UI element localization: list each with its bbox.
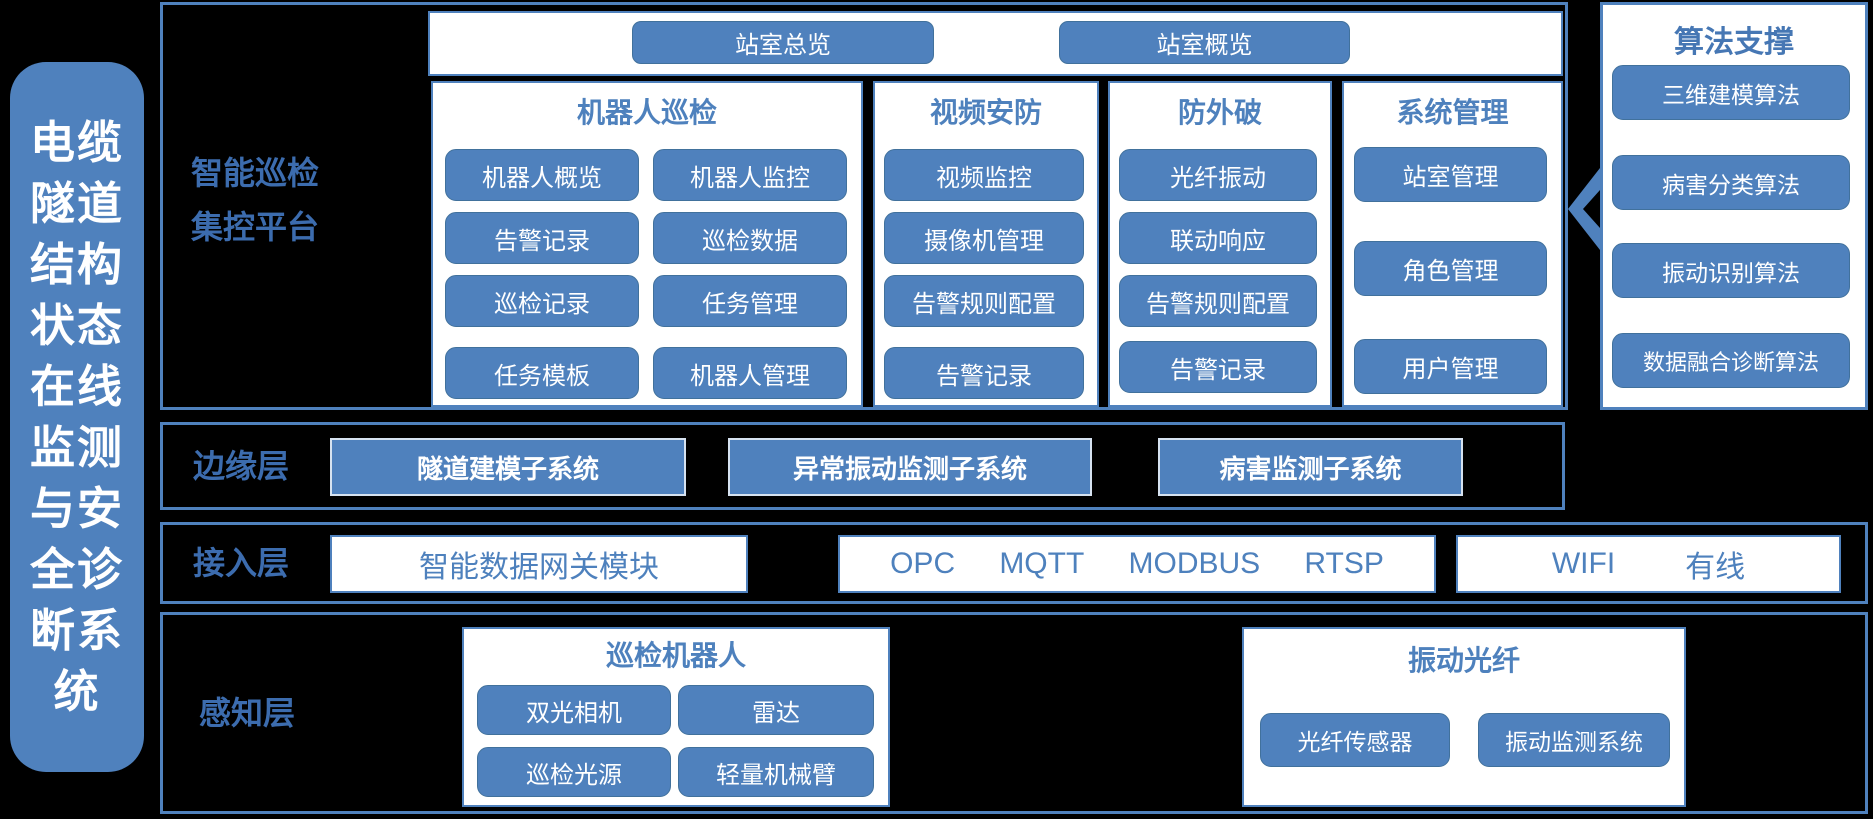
menu-button: 任务模板 <box>445 347 639 399</box>
menu-button: 机器人概览 <box>445 149 639 201</box>
algorithm-button: 病害分类算法 <box>1612 155 1850 210</box>
section-system-management: 系统管理 站室管理 角色管理 用户管理 <box>1342 81 1563 407</box>
sensor-button: 振动监测系统 <box>1478 713 1670 767</box>
overview-strip: 站室总览 站室概览 <box>428 11 1563 76</box>
menu-button: 站室管理 <box>1354 147 1547 202</box>
menu-button: 告警记录 <box>445 212 639 264</box>
system-title-line: 断系 <box>29 605 124 656</box>
algorithm-button: 三维建模算法 <box>1612 65 1850 120</box>
station-summary-button: 站室概览 <box>1059 21 1350 64</box>
algorithm-support-box: 算法支撑 三维建模算法 病害分类算法 振动识别算法 数据融合诊断算法 <box>1600 2 1868 410</box>
menu-button: 摄像机管理 <box>884 212 1084 264</box>
menu-button: 告警记录 <box>1119 341 1317 393</box>
menu-button: 告警记录 <box>884 347 1084 399</box>
menu-button: 任务管理 <box>653 275 847 327</box>
system-title-line: 监测 <box>29 422 124 473</box>
fiber-group-title: 振动光纤 <box>1407 645 1520 676</box>
platform-label: 智能巡检 集控平台 <box>191 153 361 247</box>
access-layer-row: 接入层 智能数据网关模块 OPC MQTT MODBUS RTSP WIFI 有… <box>160 522 1868 604</box>
menu-button: 巡检数据 <box>653 212 847 264</box>
menu-button: 用户管理 <box>1354 339 1547 394</box>
edge-layer-label: 边缘层 <box>193 448 290 484</box>
robot-group-panel: 巡检机器人 双光相机 雷达 巡检光源 轻量机械臂 <box>462 627 890 807</box>
menu-button: 告警规则配置 <box>1119 275 1317 327</box>
system-title-banner: 电缆 隧道 结构 状态 在线 监测 与安 全诊 断系 统 <box>10 62 144 772</box>
section-anti-external-damage: 防外破 光纤振动 联动响应 告警规则配置 告警记录 <box>1108 81 1332 407</box>
sensor-button: 雷达 <box>678 685 874 735</box>
menu-button: 联动响应 <box>1119 212 1317 264</box>
section-robot-inspection: 机器人巡检 机器人概览 机器人监控 告警记录 巡检数据 巡检记录 任务管理 任务… <box>431 81 863 407</box>
menu-button: 机器人监控 <box>653 149 847 201</box>
gateway-box: 智能数据网关模块 <box>330 535 748 593</box>
system-title-line: 电缆 <box>29 117 124 168</box>
section-title: 视频安防 <box>929 97 1042 128</box>
robot-group-title: 巡检机器人 <box>605 640 746 671</box>
protocols-box: OPC MQTT MODBUS RTSP <box>838 535 1436 593</box>
section-title: 系统管理 <box>1396 97 1509 128</box>
algorithm-button: 振动识别算法 <box>1612 243 1850 298</box>
protocol-rtsp: RTSP <box>1304 547 1384 580</box>
system-title-line: 统 <box>53 666 101 717</box>
platform-label-line2: 集控平台 <box>191 209 320 245</box>
section-video-security: 视频安防 视频监控 摄像机管理 告警规则配置 告警记录 <box>873 81 1099 407</box>
system-title-line: 与安 <box>29 483 124 534</box>
perception-layer-label: 感知层 <box>199 695 296 731</box>
system-title-line: 全诊 <box>29 544 124 595</box>
menu-button: 视频监控 <box>884 149 1084 201</box>
edge-subsystem: 异常振动监测子系统 <box>728 438 1092 496</box>
sensor-button: 轻量机械臂 <box>678 747 874 797</box>
menu-button: 告警规则配置 <box>884 275 1084 327</box>
menu-button: 角色管理 <box>1354 241 1547 296</box>
connection-wifi: WIFI <box>1551 547 1616 580</box>
edge-layer-row: 边缘层 隧道建模子系统 异常振动监测子系统 病害监测子系统 <box>160 422 1565 510</box>
perception-layer-row: 感知层 巡检机器人 双光相机 雷达 巡检光源 轻量机械臂 振动光纤 光纤传感器 … <box>160 612 1868 814</box>
menu-button: 机器人管理 <box>653 347 847 399</box>
system-title-line: 状态 <box>29 300 124 351</box>
menu-button: 巡检记录 <box>445 275 639 327</box>
protocol-opc: OPC <box>890 547 956 580</box>
edge-subsystem: 隧道建模子系统 <box>330 438 686 496</box>
connection-box: WIFI 有线 <box>1456 535 1841 593</box>
sensor-button: 巡检光源 <box>477 747 671 797</box>
chevron-left-icon <box>1568 168 1600 250</box>
algorithm-button: 数据融合诊断算法 <box>1612 333 1850 388</box>
protocol-mqtt: MQTT <box>999 547 1085 580</box>
algorithm-support-title: 算法支撑 <box>1674 26 1794 59</box>
section-title: 防外破 <box>1177 97 1262 128</box>
sensor-button: 双光相机 <box>477 685 671 735</box>
platform-container: 智能巡检 集控平台 站室总览 站室概览 机器人巡检 机器人概览 机器人监控 告警… <box>160 2 1568 410</box>
menu-button: 光纤振动 <box>1119 149 1317 201</box>
system-title-line: 在线 <box>29 361 124 412</box>
sensor-button: 光纤传感器 <box>1260 713 1450 767</box>
section-title: 机器人巡检 <box>576 97 717 128</box>
platform-label-line1: 智能巡检 <box>191 155 320 191</box>
access-layer-label: 接入层 <box>193 545 290 581</box>
system-title-line: 隧道 <box>29 178 124 229</box>
fiber-group-panel: 振动光纤 光纤传感器 振动监测系统 <box>1242 627 1686 807</box>
system-title-line: 结构 <box>29 239 124 290</box>
connection-wired: 有线 <box>1685 551 1746 584</box>
protocol-modbus: MODBUS <box>1128 547 1261 580</box>
edge-subsystem: 病害监测子系统 <box>1158 438 1463 496</box>
station-overview-button: 站室总览 <box>632 21 934 64</box>
